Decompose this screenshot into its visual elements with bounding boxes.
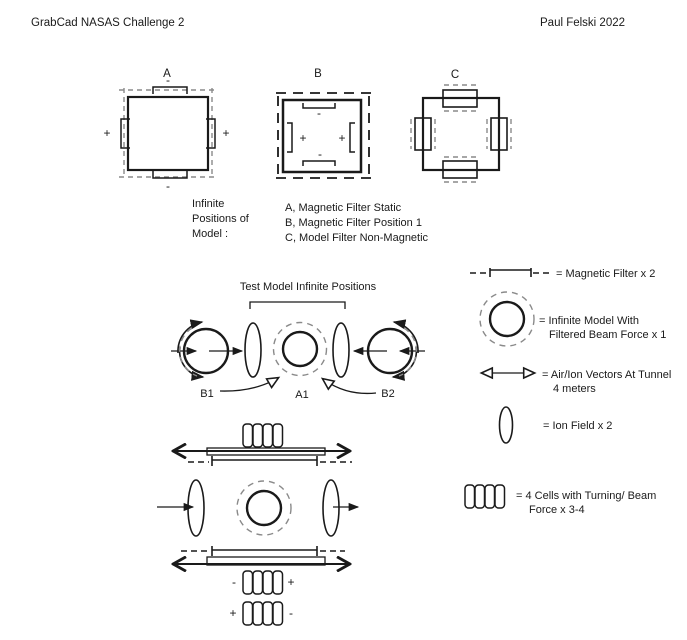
model-square <box>126 95 210 172</box>
legend-infinite-model-label-1: = Infinite Model With <box>539 315 639 327</box>
ion-field-ellipse <box>322 479 340 537</box>
turning-cells <box>464 484 506 509</box>
diagram-a-top-sign: - <box>166 73 170 87</box>
ion-field-ellipse <box>187 479 205 537</box>
diagram-a: A - + + - <box>103 68 229 193</box>
page-title: GrabCad NASAS Challenge 2 <box>31 17 184 29</box>
diagram-c-label: C <box>451 69 459 81</box>
figure-caption: Infinite Positions of Model : A, Magneti… <box>192 198 429 244</box>
turning-cells <box>242 570 284 595</box>
test-model-diagram: Test Model Infinite Positions B1 A1 B2 <box>171 281 425 401</box>
non-magnetic-filter-top <box>442 89 478 108</box>
non-magnetic-filter-right <box>490 117 508 151</box>
description-c: C, Model Filter Non-Magnetic <box>285 232 429 244</box>
diagram-b-left-sign: + <box>299 131 306 145</box>
label-a1: A1 <box>295 389 308 401</box>
diagram-b-label: B <box>314 68 322 80</box>
caption-line: Infinite <box>192 198 224 210</box>
turning-cells <box>242 601 284 626</box>
test-model-title: Test Model Infinite Positions <box>240 281 377 293</box>
legend-infinite-model-label-2: Filtered Beam Force x 1 <box>549 329 666 341</box>
caption-line: Positions of <box>192 213 250 225</box>
turning-cells <box>242 423 284 448</box>
ion-field-ellipse <box>498 406 514 444</box>
model-circle <box>245 489 283 527</box>
filtered-beam-ring <box>479 291 535 347</box>
tunnel-diagram: - + + - <box>157 423 360 626</box>
filtered-beam-ring <box>272 321 328 377</box>
diagram-a-bottom-sign: - <box>166 179 170 193</box>
magnetic-filter-bracket-top <box>152 86 188 94</box>
diagram-a-right-sign: + <box>222 126 229 140</box>
magnetic-filter-bracket-right <box>206 118 216 149</box>
label-b2: B2 <box>381 388 394 400</box>
magnetic-filter-bracket-left <box>287 122 293 153</box>
rotation-arrow <box>392 319 419 354</box>
model-square <box>421 96 501 172</box>
filtered-beam-ring <box>236 480 292 536</box>
description-a: A, Magnetic Filter Static <box>285 202 402 214</box>
leader-arrow-b2 <box>320 377 377 395</box>
legend: = Magnetic Filter x 2 = Infinite Model W… <box>464 268 671 516</box>
description-b: B, Magnetic Filter Position 1 <box>285 217 422 229</box>
label-b1: B1 <box>200 388 213 400</box>
legend-cells-label-1: = 4 Cells with Turning/ Beam <box>516 490 656 502</box>
magnetic-filter-bracket-bottom <box>152 171 188 179</box>
ion-field-ellipse <box>332 322 350 378</box>
legend-magnetic-filter-label: = Magnetic Filter x 2 <box>556 268 655 280</box>
diagram-a-label: A <box>163 68 171 80</box>
cells-row2-right-sign: - <box>289 606 293 620</box>
ion-field-ellipse <box>244 322 262 378</box>
magnetic-filter-bracket-top <box>302 103 336 109</box>
author-credit: Paul Felski 2022 <box>540 17 625 29</box>
cells-row1-right-sign: + <box>287 575 294 589</box>
magnetic-filter-bracket-right <box>349 122 355 153</box>
leader-arrow-b1 <box>219 376 281 392</box>
model-square <box>281 98 363 174</box>
cells-row2-left-sign: + <box>229 606 236 620</box>
magnetic-filter-bracket-bottom <box>302 160 336 166</box>
diagram-b: B - - + + <box>276 68 374 179</box>
legend-air-ion-label-2: 4 meters <box>553 383 596 395</box>
model-circle-a1 <box>281 330 319 368</box>
span-bracket <box>249 301 346 309</box>
diagram-b-top-sign: - <box>317 106 321 120</box>
non-magnetic-filter-left <box>414 117 432 151</box>
diagram-b-bottom-sign: - <box>318 147 322 161</box>
rotation-arrow <box>177 319 204 354</box>
caption-line: Model : <box>192 228 228 240</box>
diagram-c: C <box>410 69 512 183</box>
cells-row1-left-sign: - <box>232 575 236 589</box>
legend-cells-label-2: Force x 3-4 <box>529 504 585 516</box>
model-circle <box>488 300 526 338</box>
diagram-b-right-sign: + <box>338 131 345 145</box>
diagram-a-left-sign: + <box>103 126 110 140</box>
magnetic-filter-bracket-left <box>120 118 130 149</box>
legend-ion-field-label: = Ion Field x 2 <box>543 420 612 432</box>
legend-air-ion-label-1: = Air/Ion Vectors At Tunnel <box>542 369 671 381</box>
non-magnetic-filter-bottom <box>442 160 478 179</box>
